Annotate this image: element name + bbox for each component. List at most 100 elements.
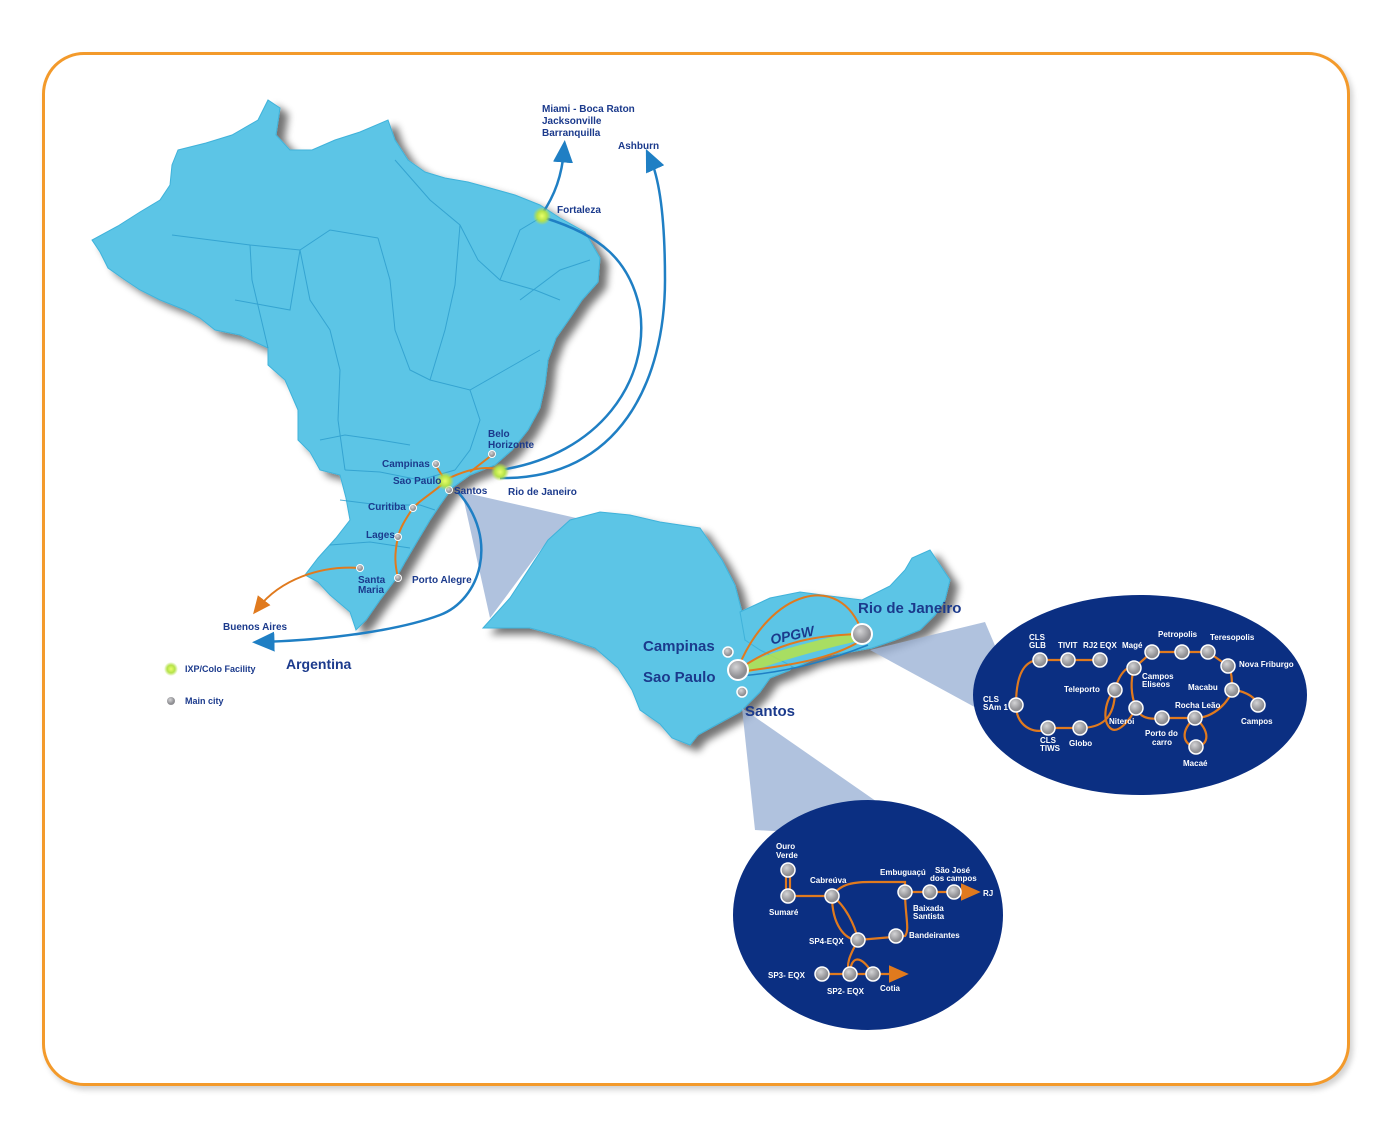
brazil-map — [91, 99, 601, 631]
label-sao-paulo: Sao Paulo — [393, 476, 441, 487]
rio-label-mage: Magé — [1122, 641, 1143, 650]
sp-label-baixada-2: Santista — [913, 912, 945, 921]
sp-label-rj: RJ — [983, 889, 993, 898]
rio-label-campos: Campos — [1241, 717, 1273, 726]
rio-label-tivit: TIVIT — [1058, 641, 1078, 650]
label-campinas: Campinas — [382, 459, 430, 470]
rio-label-porto-do-carro-1: Porto do — [1145, 729, 1178, 738]
sp-label-ouro-verde-1: Ouro — [776, 842, 795, 851]
zoom-label-sao-paulo: Sao Paulo — [643, 669, 716, 686]
legend-city-icon — [167, 697, 175, 705]
rio-label-cls-tiws-1: CLS — [1040, 736, 1057, 745]
legend-ixp-label: IXP/Colo Facility — [185, 664, 256, 674]
sao-paulo-state — [481, 511, 801, 746]
rio-label-campos-eliseos-1: Campos — [1142, 672, 1174, 681]
rio-label-cls-glb-1: CLS — [1029, 633, 1046, 642]
sp-label-sp4-eqx: SP4-EQX — [809, 937, 844, 946]
sp-label-embuguacu: Embuguaçú — [880, 868, 926, 877]
sp-label-sp3-eqx: SP3- EQX — [768, 971, 806, 980]
dot-curitiba — [409, 504, 417, 512]
rio-label-campos-eliseos-2: Eliseos — [1142, 680, 1171, 689]
dot-belo-horizonte — [488, 450, 496, 458]
sp-label-bandeirantes: Bandeirantes — [909, 931, 960, 940]
rio-bubble-bg — [973, 595, 1307, 795]
sp-nodes — [780, 862, 962, 982]
rio-label-cls-sam-1: CLS — [983, 695, 1000, 704]
rio-label-globo: Globo — [1069, 739, 1092, 748]
sp-label-sumare: Sumaré — [769, 908, 799, 917]
route-rio-fortaleza — [499, 216, 643, 472]
sp-label-cotia: Cotia — [880, 984, 901, 993]
label-lages: Lages — [366, 530, 395, 541]
sp-rj-region — [481, 511, 951, 746]
rio-label-petropolis: Petropolis — [1158, 630, 1198, 639]
label-porto-alegre: Porto Alegre — [412, 575, 472, 586]
label-buenos-aires: Buenos Aires — [223, 622, 288, 633]
rio-labels: CLS GLB TIVIT RJ2 EQX Magé Petropolis Te… — [983, 630, 1294, 768]
route-santos-argentina — [252, 491, 483, 652]
rio-nodes — [1008, 644, 1266, 755]
rio-label-macae: Macaé — [1183, 759, 1208, 768]
label-santos: Santos — [454, 486, 488, 497]
zoom-dot-santos — [736, 686, 748, 698]
rio-label-cls-tiws-2: TIWS — [1040, 744, 1061, 753]
ixp-sao-paulo — [436, 472, 454, 490]
zoom-route-low — [737, 639, 863, 673]
sp-label-cabreuva: Cabreúva — [810, 876, 847, 885]
zoom-routes: Campinas Sao Paulo Santos Rio de Janeiro… — [643, 594, 961, 720]
rio-label-rj2-eqx: RJ2 EQX — [1083, 641, 1117, 650]
label-rio: Rio de Janeiro — [508, 487, 577, 498]
zoom-dot-sao-paulo — [727, 659, 749, 681]
route-santamaria-buenosaires — [253, 566, 361, 615]
sp-label-ouro-verde-2: Verde — [776, 851, 798, 860]
zoom-route-coast — [739, 644, 869, 677]
brazil-land — [91, 99, 601, 631]
sp-label-sao-jose-2: dos campos — [930, 874, 977, 883]
label-horizonte: Horizonte — [488, 440, 535, 451]
zoom-dot-campinas — [722, 646, 734, 658]
rio-label-macabu: Macabu — [1188, 683, 1218, 692]
label-curitiba: Curitiba — [368, 502, 406, 513]
sp-label-sao-jose-1: São José — [935, 866, 971, 875]
sp-bubble: Ouro Verde Sumaré Cabreúva Embuguaçú São… — [733, 800, 1003, 1030]
legend-ixp-icon — [164, 662, 178, 676]
rio-label-teresopolis: Teresopolis — [1210, 633, 1255, 642]
legend: IXP/Colo Facility Main city — [164, 662, 256, 706]
zoom-label-santos: Santos — [745, 703, 795, 720]
dot-porto-alegre — [394, 574, 402, 582]
rio-label-cls-sam-2: SAm 1 — [983, 703, 1008, 712]
label-miami: Miami - Boca Raton — [542, 104, 635, 115]
rio-label-rocha-leao: Rocha Leão — [1175, 701, 1220, 710]
main-map-dots — [356, 207, 551, 582]
zoom-route-arc-top — [737, 594, 863, 669]
label-maria: Maria — [358, 585, 385, 596]
rio-label-cls-glb-2: GLB — [1029, 641, 1046, 650]
rio-label-nova-friburgo: Nova Friburgo — [1239, 660, 1294, 669]
label-argentina: Argentina — [286, 656, 352, 672]
label-barranquilla: Barranquilla — [542, 128, 601, 139]
route-bh — [469, 454, 493, 473]
rio-bubble: CLS GLB TIVIT RJ2 EQX Magé Petropolis Te… — [973, 595, 1307, 795]
main-map-labels: Miami - Boca Raton Jacksonville Barranqu… — [223, 104, 659, 672]
dot-santa-maria — [356, 564, 364, 572]
label-jacksonville: Jacksonville — [542, 116, 602, 127]
state-borders — [171, 159, 591, 549]
sp-label-sp2-eqx: SP2- EQX — [827, 987, 865, 996]
rio-label-teleporto: Teleporto — [1064, 685, 1100, 694]
zoom-label-rio: Rio de Janeiro — [858, 600, 961, 617]
legend-city-label: Main city — [185, 696, 224, 706]
ixp-fortaleza — [533, 207, 551, 225]
sp-label-baixada-1: Baixada — [913, 904, 944, 913]
sp-labels: Ouro Verde Sumaré Cabreúva Embuguaçú São… — [768, 842, 993, 996]
dot-lages — [394, 533, 402, 541]
rio-state — [739, 549, 951, 669]
opgw-band — [738, 630, 862, 676]
ixp-rio — [491, 463, 509, 481]
label-santa: Santa — [358, 575, 386, 586]
rio-label-porto-do-carro-2: carro — [1152, 738, 1172, 747]
rio-label-niteroi: Niteroi — [1109, 717, 1134, 726]
zoom-wedge-sp — [462, 492, 585, 618]
label-fortaleza: Fortaleza — [557, 205, 601, 216]
zoom-dot-rio — [851, 623, 873, 645]
dot-campinas — [432, 460, 440, 468]
